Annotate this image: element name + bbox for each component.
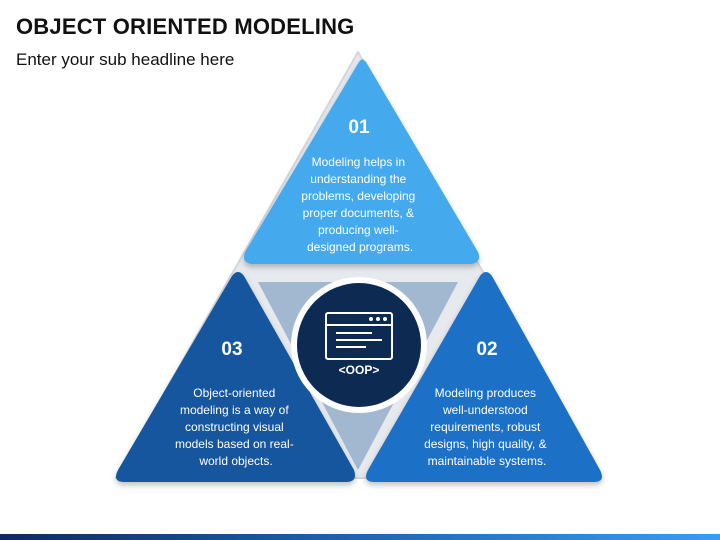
- segment-01-shape: [243, 59, 480, 264]
- page-title: OBJECT ORIENTED MODELING: [16, 14, 355, 39]
- segment-02-number: 02: [476, 339, 497, 360]
- segment-02-shape: [366, 272, 602, 482]
- segment-03-shape: [116, 272, 355, 482]
- segment-02-text: Modeling produces well-understood requir…: [424, 386, 550, 468]
- segment-03: 03 Object-oriented modeling is a way of …: [116, 272, 355, 482]
- segment-01: 01 Modeling helps in understanding the p…: [243, 59, 480, 264]
- segment-03-number: 03: [221, 339, 242, 360]
- bottom-accent-bar: [0, 534, 720, 540]
- page-subtitle: Enter your sub headline here: [16, 50, 235, 69]
- segment-03-text: Object-oriented modeling is a way of con…: [175, 386, 297, 468]
- segment-01-text: Modeling helps in understanding the prob…: [301, 155, 418, 254]
- browser-window-icon: [325, 312, 393, 360]
- segment-01-number: 01: [348, 117, 370, 138]
- center-circle: [297, 283, 421, 407]
- segment-02: 02 Modeling produces well-understood req…: [366, 272, 602, 482]
- oop-label: <OOP>: [339, 363, 380, 377]
- center-badge: <OOP>: [291, 277, 427, 413]
- window-dot-2: [376, 317, 380, 321]
- window-dot-1: [369, 317, 373, 321]
- window-dot-3: [383, 317, 387, 321]
